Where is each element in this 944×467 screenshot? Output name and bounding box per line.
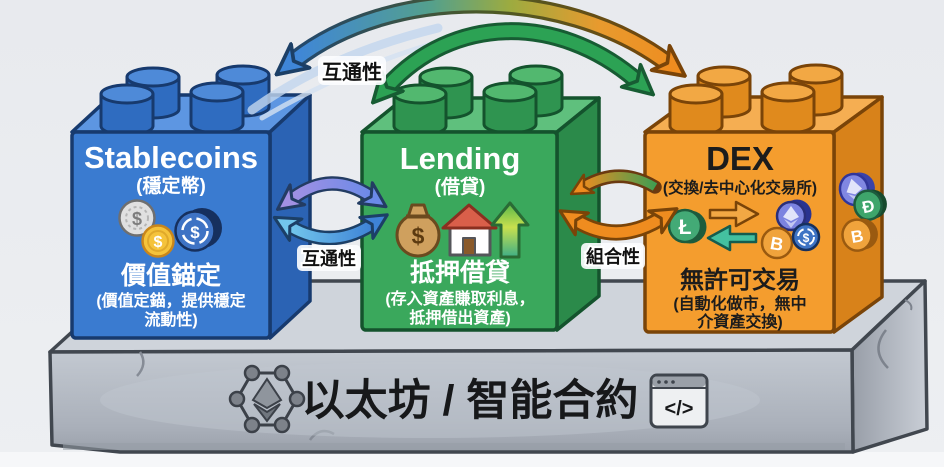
stablecoins-subtitle: (穩定幣) bbox=[136, 174, 206, 197]
stablecoins-title: Stablecoins bbox=[84, 140, 258, 175]
dex-subtitle: (交換/去中心化交易所) bbox=[663, 178, 817, 197]
stablecoins-caption: 價值錨定 bbox=[120, 261, 221, 290]
up-arrow-icon bbox=[490, 201, 530, 259]
dex-desc-2: 介資產交換) bbox=[696, 312, 782, 331]
dex-desc-1: (自動化做市，無中 bbox=[673, 294, 806, 313]
stablecoins-lending-label: 互通性 bbox=[297, 245, 361, 271]
svg-text:$: $ bbox=[190, 223, 200, 242]
bitcoin-coin-icon: B bbox=[760, 226, 794, 260]
stablecoins-block: Stablecoins (穩定幣) $ $ $ 價值錨定 (價值定錨，提供穩定 … bbox=[70, 64, 312, 340]
gold-dollar-coin-icon: $ bbox=[141, 224, 175, 258]
floor-strip bbox=[0, 452, 944, 467]
svg-text:$: $ bbox=[412, 223, 425, 249]
stablecoins-side-face bbox=[268, 93, 312, 340]
dex-edge-coins: Đ B bbox=[838, 172, 887, 252]
gray-dollar-coin-icon: $ bbox=[118, 199, 156, 237]
svg-text:Đ: Đ bbox=[860, 196, 876, 217]
arc-lending-dex bbox=[388, 22, 636, 86]
base-crack-1 bbox=[136, 351, 145, 377]
litecoin-coin-icon: Ł bbox=[667, 208, 707, 244]
lending-dex-label: 組合性 bbox=[581, 243, 645, 269]
svg-text:互通性: 互通性 bbox=[322, 61, 382, 84]
stablecoins-desc-2: 流動性) bbox=[144, 310, 197, 329]
usdc-coin-icon-dex: $ bbox=[791, 222, 821, 252]
smart-contract-code-icon: </> bbox=[649, 373, 709, 429]
base-crack-4 bbox=[904, 299, 913, 311]
base-crack-2 bbox=[308, 429, 335, 441]
dash-edge-coin-icon: Đ bbox=[853, 189, 887, 221]
dex-block: DEX (交換/去中心化交易所) Ł B $ 無許可交易 bbox=[643, 63, 884, 334]
swap-arrows-icon bbox=[706, 200, 760, 252]
dex-caption: 無許可交易 bbox=[680, 266, 800, 294]
stablecoins-desc-1: (價值定錨，提供穩定 bbox=[96, 291, 245, 310]
dex-title: DEX bbox=[706, 140, 774, 177]
svg-text:B: B bbox=[850, 226, 865, 247]
svg-text:$: $ bbox=[132, 209, 142, 229]
lending-desc-2: 抵押借出資產) bbox=[409, 308, 510, 327]
money-bag-icon: $ bbox=[395, 203, 441, 258]
lending-subtitle: (借貸) bbox=[435, 175, 486, 198]
lending-block: Lending (借貸) $ 抵押借貸 (存入資產賺取利息， 抵押借出資產) bbox=[360, 64, 601, 332]
eth-coin-icon bbox=[775, 199, 812, 232]
swap-stablecoins-lending bbox=[291, 176, 371, 246]
house-icon bbox=[441, 203, 498, 257]
base-crack-3 bbox=[877, 329, 889, 369]
lending-title: Lending bbox=[400, 141, 521, 176]
svg-text:$: $ bbox=[154, 234, 163, 251]
lending-desc-1: (存入資產賺取利息， bbox=[385, 289, 534, 308]
svg-text:互通性: 互通性 bbox=[302, 248, 356, 269]
lending-caption: 抵押借貸 bbox=[410, 258, 510, 287]
base-label: 以太坊 / 智能合約 bbox=[302, 377, 639, 425]
svg-text:$: $ bbox=[803, 231, 810, 245]
bitcoin-edge-coin-icon: B bbox=[841, 218, 878, 252]
top-interoperability-label: 互通性 bbox=[318, 56, 386, 86]
usdc-coin-icon: $ bbox=[174, 208, 222, 252]
swap-lending-dex bbox=[577, 169, 660, 241]
svg-text:B: B bbox=[769, 233, 785, 255]
base-bottom-shade bbox=[63, 443, 845, 450]
arc-stablecoins-dex bbox=[295, 0, 666, 62]
svg-text:組合性: 組合性 bbox=[586, 246, 640, 267]
svg-text:Ł: Ł bbox=[679, 216, 692, 239]
ethereum-network-icon bbox=[228, 364, 306, 434]
code-glyph: </> bbox=[665, 398, 694, 420]
base-label-group: 以太坊 / 智能合約 </> bbox=[228, 364, 709, 434]
